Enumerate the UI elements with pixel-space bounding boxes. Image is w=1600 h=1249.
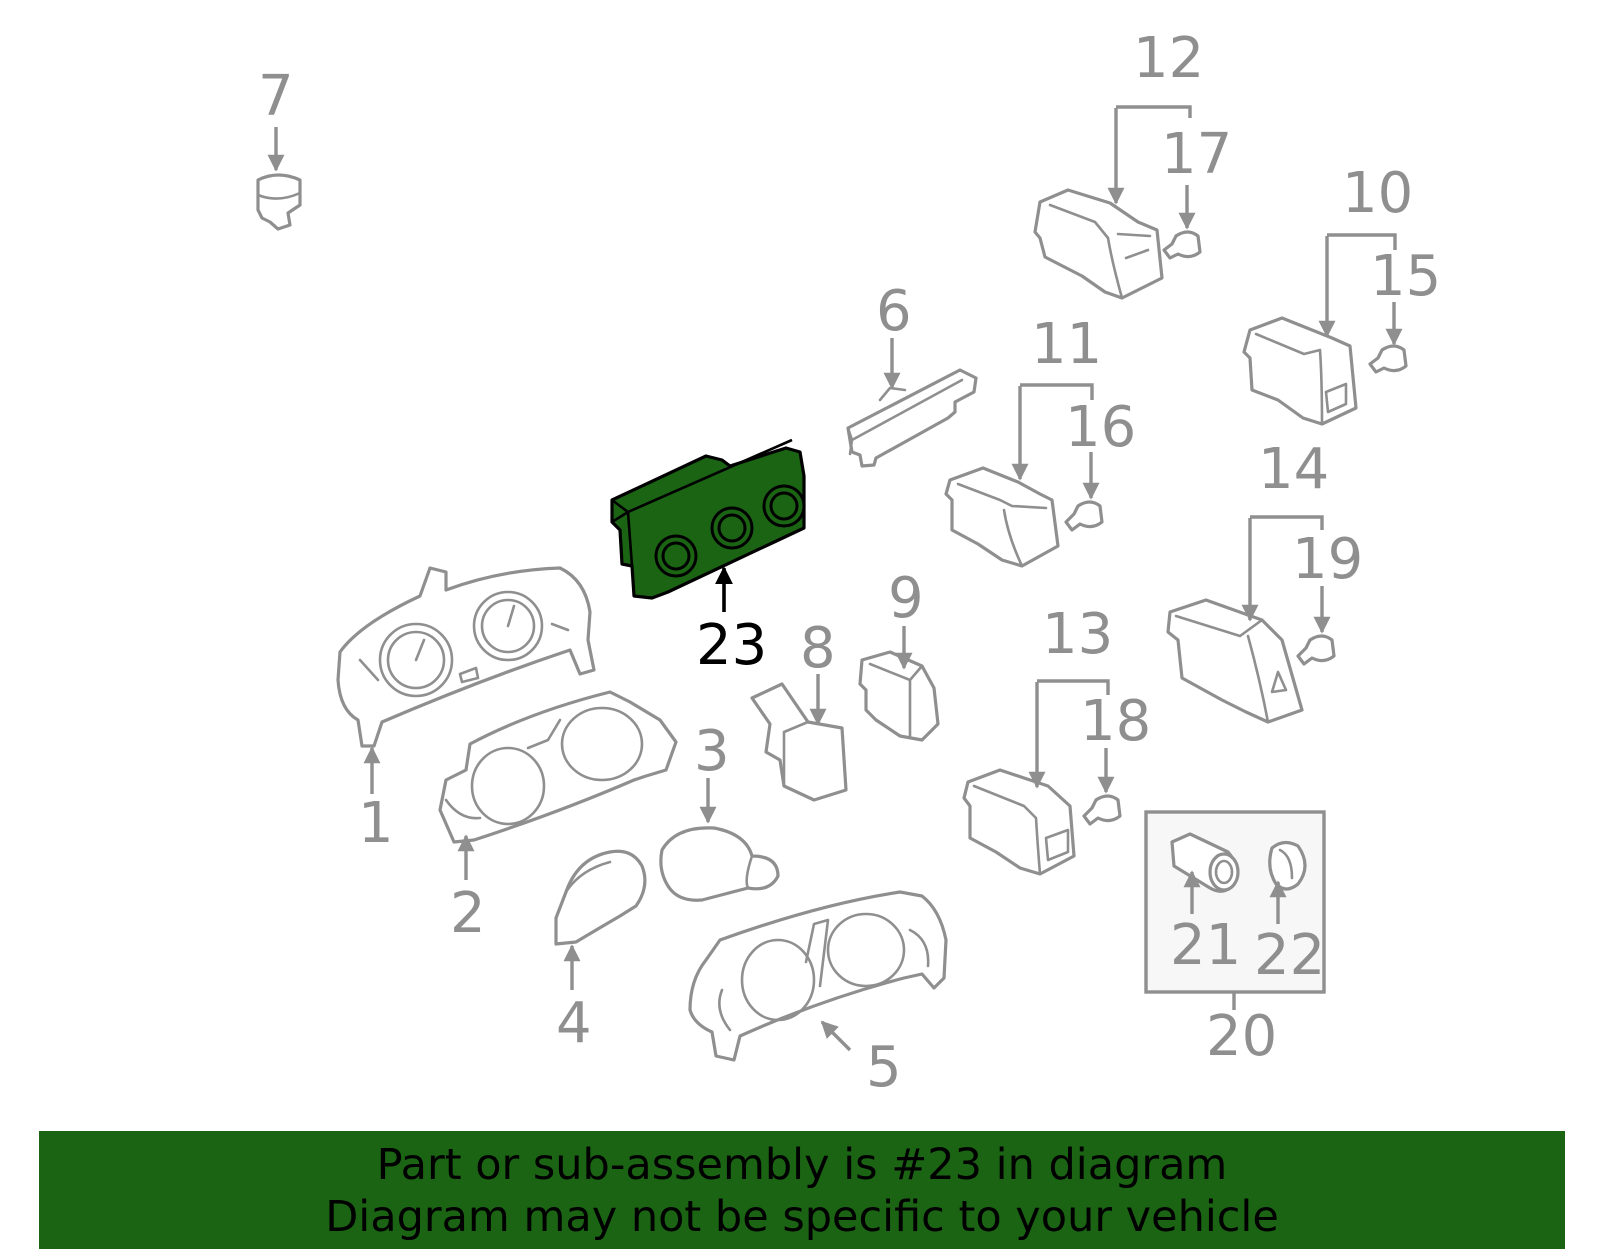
callout-14: 14 (1241, 437, 1329, 622)
callout-7: 7 (258, 64, 294, 172)
callout-label-12: 12 (1133, 26, 1204, 91)
part-15-screw[interactable] (1368, 344, 1408, 374)
callout-12: 12 (1107, 26, 1204, 205)
callout-label-13: 13 (1042, 602, 1113, 667)
part-8-switch[interactable] (750, 682, 848, 802)
part-22-cap[interactable] (1268, 840, 1307, 891)
part-20-kit[interactable] (1144, 810, 1326, 994)
part-9-switch[interactable] (858, 650, 940, 742)
part-21-socket[interactable] (1170, 832, 1240, 893)
footer-line-1: Part or sub-assembly is #23 in diagram (376, 1140, 1228, 1190)
part-18-screw[interactable] (1082, 794, 1122, 826)
callout-5: 5 (820, 1020, 902, 1100)
part-14-hazard-switch[interactable] (1166, 598, 1304, 724)
callout-13: 13 (1028, 602, 1113, 789)
part-4-gauge-plate[interactable] (554, 849, 647, 946)
part-13-switch[interactable] (962, 768, 1076, 876)
callout-label-15: 15 (1370, 244, 1441, 309)
callout-23: 23 (696, 566, 767, 678)
part-19-screw[interactable] (1296, 634, 1336, 666)
part-1-instrument-cluster[interactable] (336, 566, 596, 748)
callout-21: 21 (1170, 870, 1241, 978)
callout-label-10: 10 (1342, 161, 1413, 226)
callout-label-5: 5 (866, 1035, 902, 1100)
callout-label-6: 6 (876, 279, 912, 344)
callout-10: 10 (1318, 161, 1413, 338)
part-11-switch[interactable] (944, 466, 1060, 568)
callout-label-18: 18 (1080, 689, 1151, 754)
callout-label-1: 1 (358, 791, 394, 856)
footer-banner (39, 1131, 1565, 1249)
callout-label-8: 8 (800, 616, 836, 681)
part-2-cluster-bezel[interactable] (438, 690, 678, 844)
part-6-bar-switch[interactable] (846, 368, 978, 468)
callout-label-22: 22 (1254, 923, 1325, 988)
callout-1: 1 (358, 746, 394, 856)
footer-notice: Part or sub-assembly is #23 in diagram D… (39, 1131, 1565, 1249)
part-5-cluster-panel[interactable] (688, 890, 948, 1062)
callout-label-23: 23 (696, 613, 767, 678)
callout-16: 16 (1065, 395, 1136, 500)
callout-label-14: 14 (1258, 437, 1329, 502)
part-7-clip[interactable] (256, 173, 302, 231)
callout-2: 2 (450, 834, 486, 946)
callout-label-4: 4 (556, 991, 592, 1056)
callout-11: 11 (1011, 312, 1102, 481)
callout-17: 17 (1161, 122, 1232, 230)
callout-8: 8 (800, 616, 836, 726)
callout-15: 15 (1370, 244, 1441, 346)
callout-22: 22 (1254, 880, 1325, 988)
part-16-screw[interactable] (1064, 500, 1104, 532)
callout-label-2: 2 (450, 881, 486, 946)
callout-4: 4 (556, 944, 592, 1056)
callout-label-19: 19 (1292, 527, 1363, 592)
callout-label-20: 20 (1206, 1004, 1277, 1069)
callout-label-9: 9 (888, 566, 924, 631)
callout-label-17: 17 (1161, 122, 1232, 187)
part-23-climate-control[interactable] (610, 438, 806, 600)
callout-18: 18 (1080, 689, 1151, 794)
part-10-switch[interactable] (1242, 316, 1358, 426)
callout-label-21: 21 (1170, 913, 1241, 978)
footer-line-2: Diagram may not be specific to your vehi… (325, 1192, 1279, 1242)
callout-3: 3 (694, 719, 730, 824)
callout-label-3: 3 (694, 719, 730, 784)
callout-label-7: 7 (258, 64, 294, 129)
part-12-switch[interactable] (1033, 188, 1164, 300)
part-3-gauge-plate[interactable] (659, 826, 780, 902)
callout-19: 19 (1292, 527, 1363, 634)
callout-label-16: 16 (1065, 395, 1136, 460)
callout-label-11: 11 (1031, 312, 1102, 377)
callout-6: 6 (876, 279, 912, 390)
callout-20: 20 (1206, 992, 1277, 1069)
part-17-screw[interactable] (1162, 230, 1202, 260)
callout-9: 9 (888, 566, 924, 670)
